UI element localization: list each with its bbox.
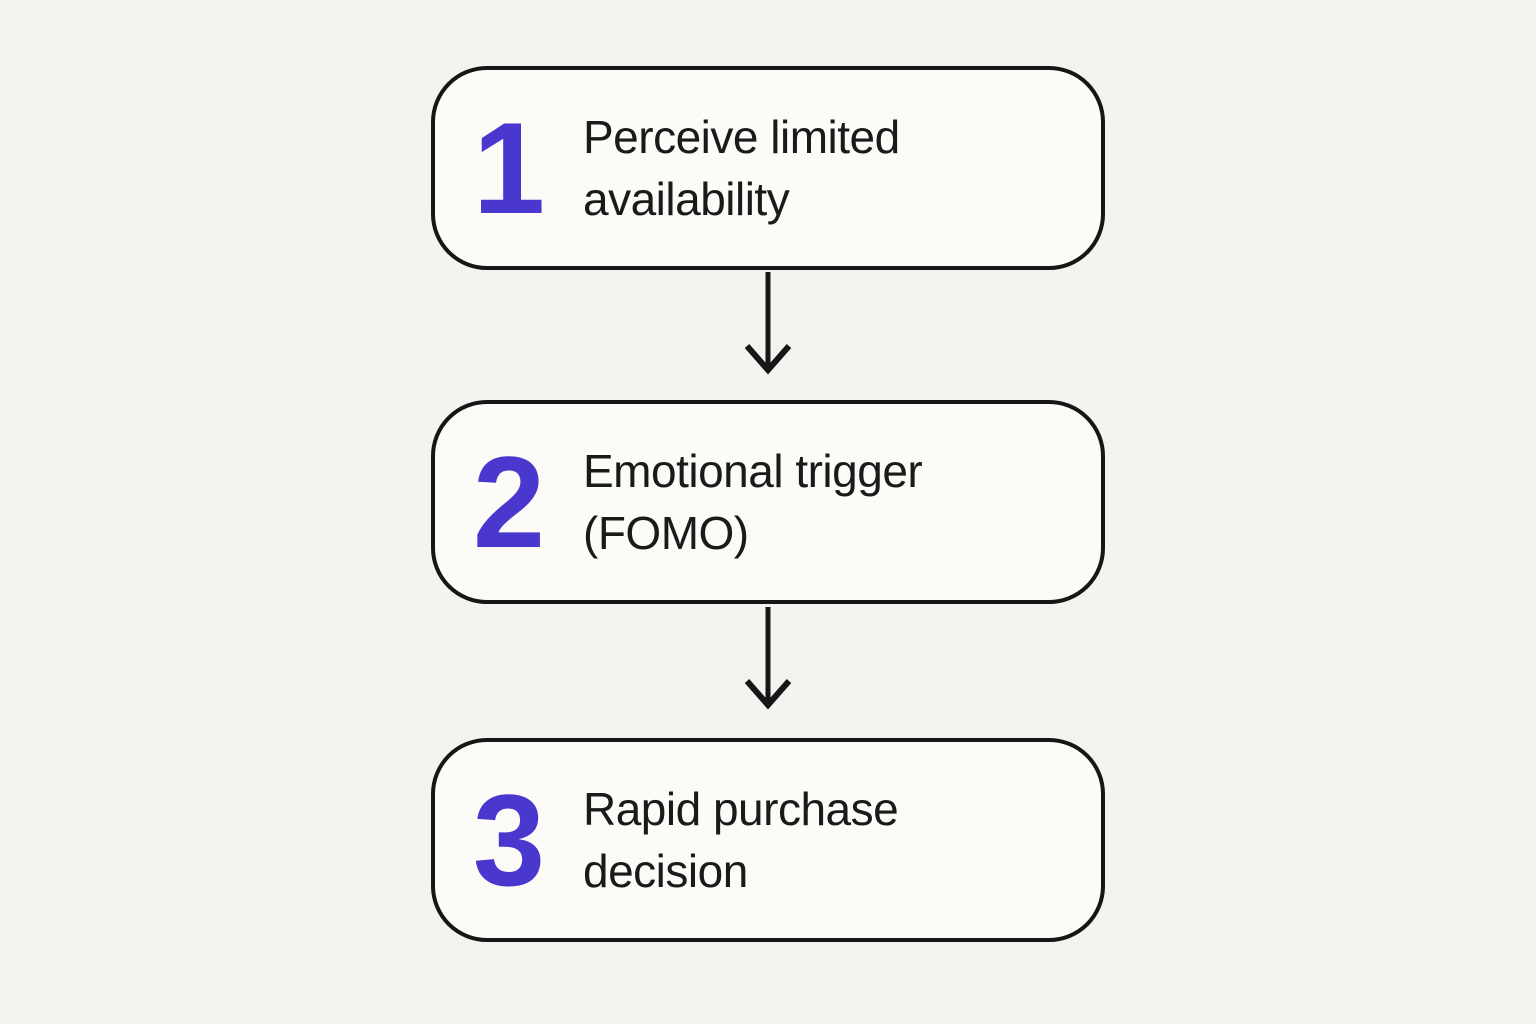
step-label-3: Rapid purchase decision bbox=[583, 783, 899, 897]
step-box-2: 2 Emotional trigger (FOMO) bbox=[431, 400, 1105, 604]
step-number-3: 3 bbox=[472, 767, 545, 913]
arrow-down-icon bbox=[744, 607, 792, 711]
step-number-2: 2 bbox=[472, 429, 545, 575]
arrow-down-icon bbox=[744, 272, 792, 376]
step-number-1: 1 bbox=[472, 95, 545, 241]
step-box-3: 3 Rapid purchase decision bbox=[431, 738, 1105, 942]
step-label-2: Emotional trigger (FOMO) bbox=[583, 445, 923, 559]
step-label-1: Perceive limited availability bbox=[583, 111, 900, 225]
step-box-1: 1 Perceive limited availability bbox=[431, 66, 1105, 270]
